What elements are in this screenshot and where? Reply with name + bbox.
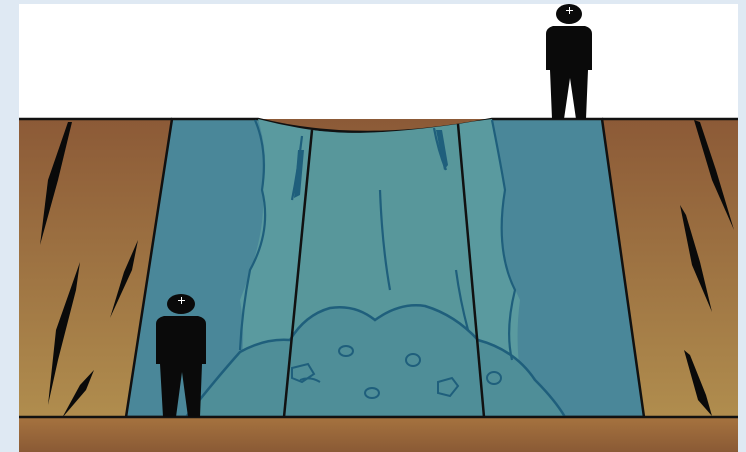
- sky-area: [19, 4, 738, 120]
- valley-floor-ground: [19, 417, 738, 452]
